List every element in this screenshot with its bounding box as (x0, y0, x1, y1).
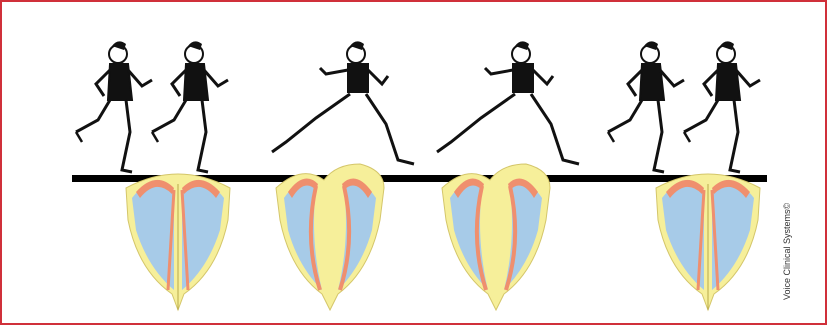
copyright-credit: Voice Clinical Systems© (782, 202, 792, 300)
